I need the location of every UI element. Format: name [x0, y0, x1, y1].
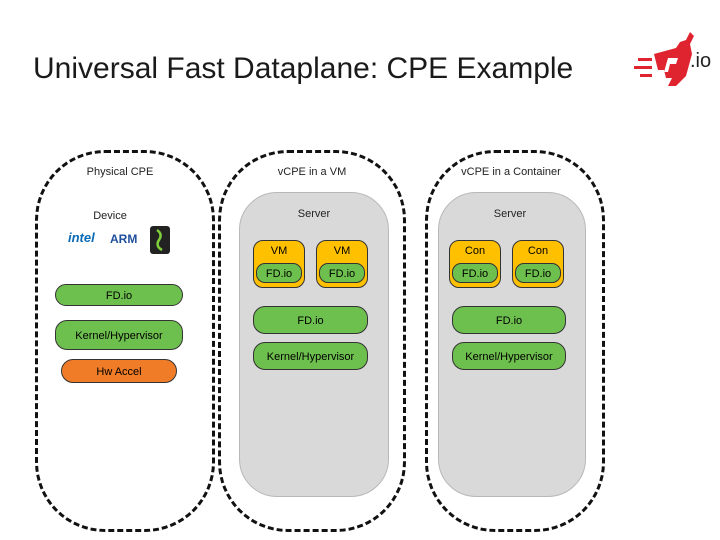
vm-label: VM [333, 245, 351, 257]
vm-unit: VM FD.io [316, 240, 368, 288]
container-unit: Con FD.io [449, 240, 501, 288]
page-title: Universal Fast Dataplane: CPE Example [33, 52, 574, 85]
fdio-dog-logo-icon [634, 32, 694, 86]
container-label: Con [527, 245, 549, 257]
physical-cpe-panel [35, 150, 215, 532]
fdio-box: FD.io [55, 284, 183, 306]
vm-fdio: FD.io [319, 263, 365, 283]
container-label: Con [464, 245, 486, 257]
container-kernel-box: Kernel/Hypervisor [452, 342, 566, 370]
vm-label: VM [270, 245, 288, 257]
vm-unit: VM FD.io [253, 240, 305, 288]
container-fdio: FD.io [452, 263, 498, 283]
vcpe-container-panel [425, 150, 605, 532]
hw-accel-box: Hw Accel [61, 359, 177, 383]
vm-kernel-box: Kernel/Hypervisor [253, 342, 368, 370]
intel-logo: intel [68, 230, 95, 245]
physical-cpe-heading: Physical CPE [86, 166, 154, 178]
fdio-logo: .io [632, 14, 717, 94]
vcpe-container-heading: vCPE in a Container [461, 166, 561, 178]
arm-logo: ARM [110, 232, 138, 246]
vcpe-vm-panel [218, 150, 406, 532]
container-fdio-box: FD.io [452, 306, 566, 334]
container-fdio: FD.io [515, 263, 561, 283]
vm-fdio-box: FD.io [253, 306, 368, 334]
logo-text: .io [690, 50, 712, 72]
container-unit: Con FD.io [512, 240, 564, 288]
vcpe-vm-heading: vCPE in a VM [277, 166, 347, 178]
chip-icon [150, 226, 170, 254]
device-label: Device [93, 210, 127, 222]
container-server-label: Server [493, 208, 527, 220]
vm-server-label: Server [297, 208, 331, 220]
vm-fdio: FD.io [256, 263, 302, 283]
kernel-hypervisor-box: Kernel/Hypervisor [55, 320, 183, 350]
